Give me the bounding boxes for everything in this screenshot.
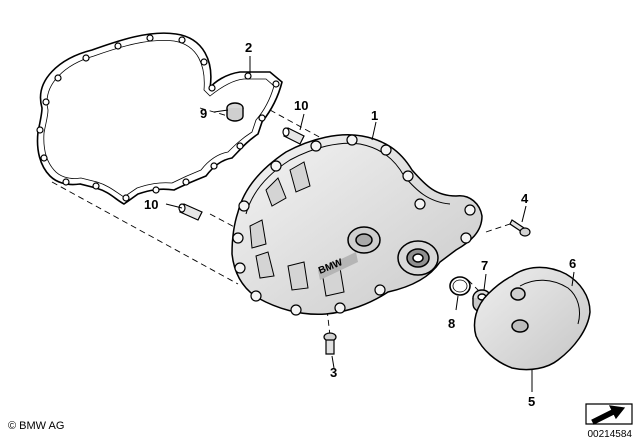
dowel-part-10a — [282, 127, 305, 145]
leader-lines — [165, 56, 575, 392]
dowel-part-10b — [178, 203, 203, 221]
callout-8: 8 — [448, 316, 455, 331]
engine-cover-bosses — [232, 134, 476, 316]
engine-cover-gears — [347, 226, 439, 276]
callout-9: 9 — [200, 106, 207, 121]
callout-6: 6 — [569, 256, 576, 271]
view-direction-arrow-icon — [585, 403, 633, 425]
gasket-inner-outline — [43, 40, 275, 198]
diagram-id-text: 00214584 — [587, 429, 633, 440]
guard-part-5 — [473, 266, 591, 371]
sleeve-part-9 — [226, 102, 244, 122]
gasket-part — [36, 32, 283, 205]
callout-2: 2 — [245, 40, 252, 55]
copyright-text: © BMW AG — [8, 420, 65, 432]
engine-cover-ribs — [249, 161, 345, 297]
bolt-part-3 — [323, 332, 337, 355]
callout-10b: 10 — [144, 197, 158, 212]
engine-cover-part-1: BMW — [231, 134, 483, 316]
guard-rim — [519, 279, 581, 325]
callout-4: 4 — [521, 191, 529, 206]
bolt-part-4 — [509, 219, 531, 237]
callout-3: 3 — [330, 365, 337, 380]
engine-cover-body — [231, 134, 483, 316]
gasket-bolt-holes — [36, 34, 280, 202]
o-ring-part-8 — [449, 276, 471, 296]
callout-1: 1 — [371, 108, 378, 123]
callout-5: 5 — [528, 394, 535, 409]
engine-cover-rim — [245, 142, 451, 215]
gasket-outline — [36, 32, 283, 205]
callout-10a: 10 — [294, 98, 308, 113]
guard-body — [473, 266, 591, 371]
callout-7: 7 — [481, 258, 488, 273]
